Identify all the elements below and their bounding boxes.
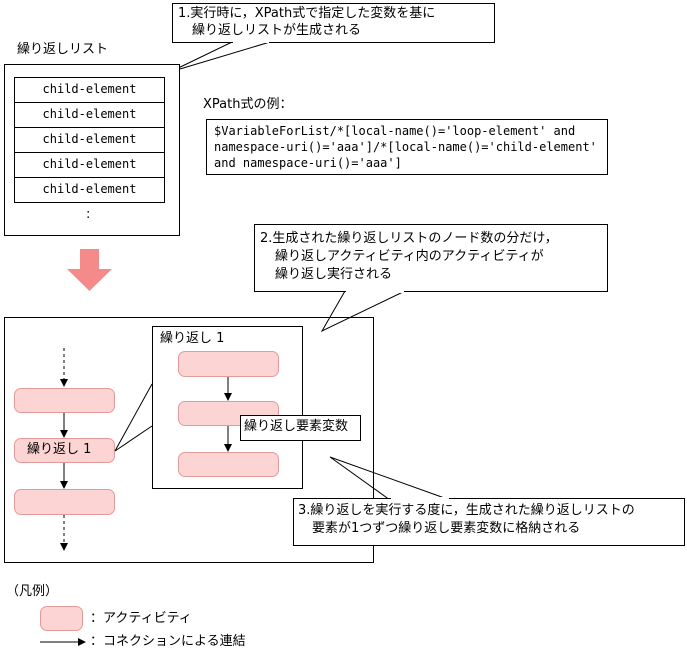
callout-2-line2: 繰り返しアクティビティ内のアクティビティが xyxy=(275,249,544,264)
xpath-line2: namespace-uri()='aaa']/*[local-name()='c… xyxy=(214,140,597,154)
callout-1 xyxy=(172,3,495,43)
big-down-arrow xyxy=(67,249,112,291)
legend-title: （凡例） xyxy=(6,584,59,599)
legend-activity-label: ：アクティビティ xyxy=(90,611,192,626)
inner-loop-title: 繰り返し 1 xyxy=(160,331,225,346)
callout-1-line1: 1.実行時に，XPath式で指定した変数を基に xyxy=(178,6,436,21)
callout-2-line1: 2.生成された繰り返しリストのノード数の分だけ， xyxy=(260,231,558,246)
xpath-box xyxy=(206,119,608,175)
callout-3 xyxy=(293,498,685,546)
list-item: child-element xyxy=(14,77,165,103)
inner-loop-box xyxy=(152,326,303,489)
xpath-line1: $VariableForList/*[local-name()='loop-el… xyxy=(214,124,576,138)
flow-container xyxy=(4,317,374,563)
activity-box xyxy=(178,452,279,477)
callout-1-bottom-right xyxy=(269,42,495,43)
activity-box xyxy=(14,388,115,413)
callout-2 xyxy=(254,224,608,292)
loop-activity-label: 繰り返し 1 xyxy=(27,442,92,457)
callout-1-line2: 繰り返しリストが生成される xyxy=(192,23,362,38)
list-title: 繰り返しリスト xyxy=(17,42,109,57)
list-item: child-element xyxy=(14,127,165,153)
loop-element-variable xyxy=(240,415,361,441)
loop-activity xyxy=(14,438,115,463)
callout-3-line1: 3.繰り返しを実行する度に，生成された繰り返しリストの xyxy=(298,503,635,518)
activity-box xyxy=(178,351,279,377)
callout-3-line2: 要素が1つずつ繰り返し要素変数に格納される xyxy=(312,521,581,536)
list-item: child-element xyxy=(14,177,165,203)
callout-1-bottom-left xyxy=(172,42,233,43)
list-item: child-element xyxy=(14,152,165,178)
activity-box xyxy=(14,489,115,515)
xpath-label: XPath式の例： xyxy=(203,97,293,112)
loop-element-variable-label: 繰り返し要素変数 xyxy=(244,419,349,434)
callout-2-line3: 繰り返し実行される xyxy=(275,267,393,282)
list-item: child-element xyxy=(14,102,165,128)
legend-connection-label: ：コネクションによる連結 xyxy=(90,634,246,649)
legend-activity-swatch xyxy=(40,606,83,631)
list-ellipsis: : xyxy=(86,207,91,222)
xpath-line3: and namespace-uri()='aaa'] xyxy=(214,156,402,170)
